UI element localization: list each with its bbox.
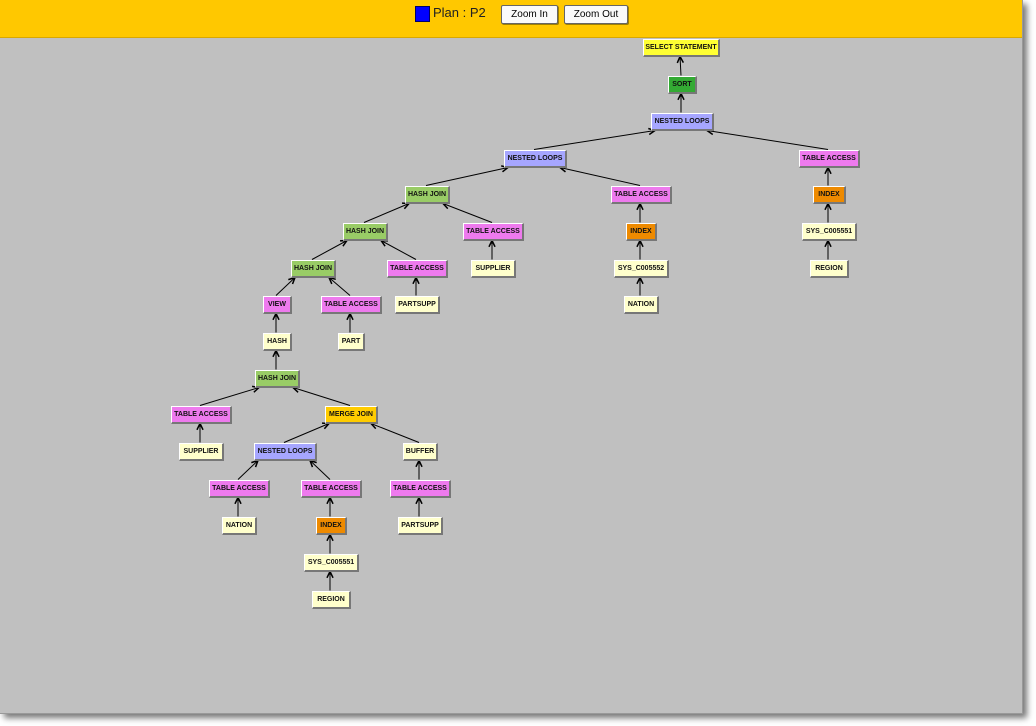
arrowhead-icon: [321, 422, 331, 430]
arrowhead-icon: [636, 201, 644, 211]
arrowhead-icon: [251, 385, 261, 393]
arrowhead-icon: [824, 165, 832, 175]
plan-node-sys-c005551[interactable]: SYS_C005551: [802, 222, 857, 241]
plan-node-table-access[interactable]: TABLE ACCESS: [321, 295, 382, 314]
toolbar: Plan : P2 Zoom In Zoom Out: [0, 0, 1022, 38]
plan-node-buffer[interactable]: BUFFER: [403, 442, 438, 461]
arrowhead-icon: [326, 495, 334, 505]
plan-edge: [311, 240, 348, 260]
arrowhead-icon: [327, 276, 336, 285]
arrowhead-icon: [676, 54, 685, 64]
plan-tree-edges: [196, 54, 832, 591]
plan-node-region[interactable]: REGION: [312, 590, 351, 609]
plan-node-table-access[interactable]: TABLE ACCESS: [799, 149, 860, 168]
plan-node-table-access[interactable]: TABLE ACCESS: [463, 222, 524, 241]
arrowhead-icon: [272, 311, 280, 321]
arrowhead-icon: [824, 201, 832, 211]
zoom-in-button[interactable]: Zoom In: [501, 5, 558, 24]
plan-node-partsupp[interactable]: PARTSUPP: [395, 295, 440, 314]
plan-node-hash[interactable]: HASH: [263, 332, 292, 351]
plan-node-table-access[interactable]: TABLE ACCESS: [387, 259, 448, 278]
plan-node-table-access[interactable]: TABLE ACCESS: [611, 185, 672, 204]
plan-tree-canvas: SELECT STATEMENT SORT NESTED LOOPS NESTED L…: [0, 38, 1022, 713]
arrowhead-icon: [288, 276, 297, 285]
plan-edge: [370, 423, 420, 443]
plan-node-partsupp[interactable]: PARTSUPP: [398, 516, 443, 535]
plan-node-supplier[interactable]: SUPPLIER: [471, 259, 516, 278]
arrowhead-icon: [412, 275, 420, 285]
plan-edge: [328, 277, 351, 296]
plan-edge: [706, 130, 829, 150]
plan-node-region[interactable]: REGION: [810, 259, 849, 278]
plan-node-index[interactable]: INDEX: [316, 516, 347, 535]
plan-node-index[interactable]: INDEX: [813, 185, 846, 204]
arrowhead-icon: [326, 532, 334, 542]
arrowhead-icon: [648, 127, 657, 136]
plan-node-sort[interactable]: SORT: [668, 75, 697, 94]
plan-edge: [199, 387, 260, 406]
plan-node-hash-join[interactable]: HASH JOIN: [343, 222, 388, 241]
plan-node-supplier[interactable]: SUPPLIER: [179, 442, 224, 461]
arrowhead-icon: [501, 165, 510, 173]
arrowhead-icon: [339, 239, 349, 247]
plan-edge: [237, 460, 259, 480]
plan-color-swatch: [415, 6, 430, 22]
arrowhead-icon: [379, 239, 389, 247]
plan-node-nested-loops[interactable]: NESTED LOOPS: [651, 112, 714, 131]
arrowhead-icon: [272, 348, 280, 358]
plan-node-view[interactable]: VIEW: [263, 295, 292, 314]
plan-node-index[interactable]: INDEX: [626, 222, 657, 241]
plan-node-select-statement[interactable]: SELECT STATEMENT: [643, 38, 720, 57]
plan-edge: [283, 423, 330, 443]
arrowhead-icon: [677, 91, 685, 101]
plan-viewer-window: Plan : P2 Zoom In Zoom Out SELECT STATEM…: [0, 0, 1023, 714]
arrowhead-icon: [346, 311, 354, 321]
arrowhead-icon: [636, 275, 644, 285]
plan-node-part[interactable]: PART: [338, 332, 365, 351]
arrowhead-icon: [196, 421, 204, 431]
plan-node-table-access[interactable]: TABLE ACCESS: [171, 405, 232, 424]
arrowhead-icon: [824, 238, 832, 248]
arrowhead-icon: [636, 238, 644, 248]
plan-node-sys-c005551[interactable]: SYS_C005551: [304, 553, 359, 572]
plan-edge: [363, 203, 410, 223]
plan-title: Plan : P2: [433, 5, 486, 20]
plan-node-table-access[interactable]: TABLE ACCESS: [390, 479, 451, 498]
plan-node-table-access[interactable]: TABLE ACCESS: [301, 479, 362, 498]
plan-edge: [679, 56, 682, 76]
plan-edge: [533, 130, 656, 150]
arrowhead-icon: [308, 459, 317, 468]
arrowhead-icon: [326, 569, 334, 579]
arrowhead-icon: [251, 459, 260, 468]
plan-node-table-access[interactable]: TABLE ACCESS: [209, 479, 270, 498]
plan-edge: [275, 277, 296, 296]
plan-node-sys-c005552[interactable]: SYS_C005552: [614, 259, 669, 278]
arrowhead-icon: [234, 495, 242, 505]
plan-edge: [309, 460, 331, 480]
plan-node-nested-loops[interactable]: NESTED LOOPS: [504, 149, 567, 168]
arrowhead-icon: [415, 458, 423, 468]
zoom-out-button[interactable]: Zoom Out: [564, 5, 628, 24]
plan-node-hash-join[interactable]: HASH JOIN: [291, 259, 336, 278]
plan-node-hash-join[interactable]: HASH JOIN: [405, 185, 450, 204]
plan-edge: [559, 167, 641, 186]
plan-edge: [442, 203, 493, 223]
arrowhead-icon: [401, 202, 411, 210]
plan-edge: [292, 387, 351, 406]
plan-edge: [425, 167, 509, 186]
plan-node-merge-join[interactable]: MERGE JOIN: [325, 405, 378, 424]
plan-node-nation[interactable]: NATION: [624, 295, 659, 314]
plan-edge: [380, 240, 417, 260]
plan-node-nation[interactable]: NATION: [222, 516, 257, 535]
plan-node-nested-loops[interactable]: NESTED LOOPS: [254, 442, 317, 461]
arrowhead-icon: [488, 238, 496, 248]
arrowhead-icon: [415, 495, 423, 505]
plan-node-hash-join[interactable]: HASH JOIN: [255, 369, 300, 388]
